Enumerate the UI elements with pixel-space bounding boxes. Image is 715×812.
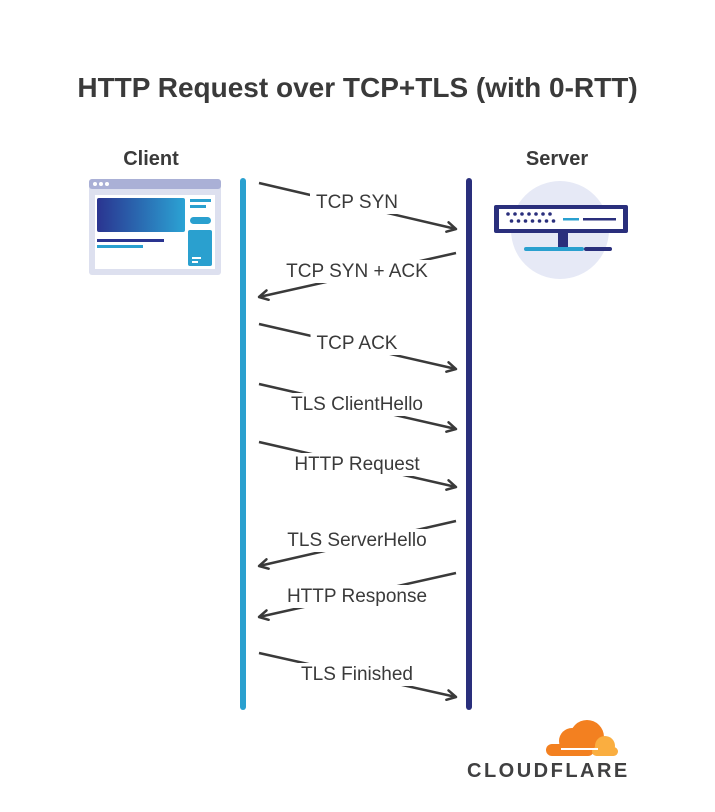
arrowhead xyxy=(257,558,270,570)
arrowhead xyxy=(445,479,458,491)
message-label-background xyxy=(280,585,434,608)
message-arrow: HTTP Response xyxy=(257,571,457,622)
client-label: Client xyxy=(123,148,179,170)
message-label: TCP SYN + ACK xyxy=(286,261,428,282)
arrowhead xyxy=(257,289,270,302)
message-label: TCP SYN xyxy=(316,192,398,213)
message-label-background xyxy=(281,529,433,552)
message-arrow: HTTP Request xyxy=(258,440,458,491)
cloudflare-logo: CLOUDFLARE xyxy=(467,720,630,782)
server-icon xyxy=(494,181,628,279)
message-list: TCP SYN TCP SYN + ACK TCP ACK TLS ClientHel… xyxy=(257,181,458,702)
server-label: Server xyxy=(525,148,589,170)
message-label: HTTP Request xyxy=(294,454,420,475)
message-label-background xyxy=(309,191,405,214)
message-label-background xyxy=(310,332,404,355)
arrowhead xyxy=(445,421,458,433)
message-label: HTTP Response xyxy=(287,586,427,607)
arrowhead xyxy=(445,221,458,233)
message-arrow: TCP SYN + ACK xyxy=(257,251,457,302)
message-label: TLS Finished xyxy=(301,664,413,685)
cloud-icon xyxy=(546,720,618,756)
arrowhead xyxy=(445,689,458,702)
arrowhead xyxy=(257,609,270,622)
message-arrow: TLS ClientHello xyxy=(258,382,458,433)
message-label-background xyxy=(288,453,427,476)
message-label-background xyxy=(280,260,435,283)
message-label-background xyxy=(295,663,419,686)
arrowhead xyxy=(445,361,458,373)
message-label-background xyxy=(285,393,429,416)
message-label: TLS ServerHello xyxy=(287,530,426,551)
message-label: TCP ACK xyxy=(317,333,398,354)
logo-text: CLOUDFLARE xyxy=(467,760,630,782)
message-arrow: TCP SYN xyxy=(258,181,458,233)
message-arrow: TLS Finished xyxy=(258,651,458,702)
message-label: TLS ClientHello xyxy=(291,394,423,415)
browser-window-icon xyxy=(89,179,221,275)
diagram-title: HTTP Request over TCP+TLS (with 0-RTT) xyxy=(77,72,638,103)
message-arrow: TCP ACK xyxy=(258,322,458,373)
message-arrow: TLS ServerHello xyxy=(257,519,457,570)
